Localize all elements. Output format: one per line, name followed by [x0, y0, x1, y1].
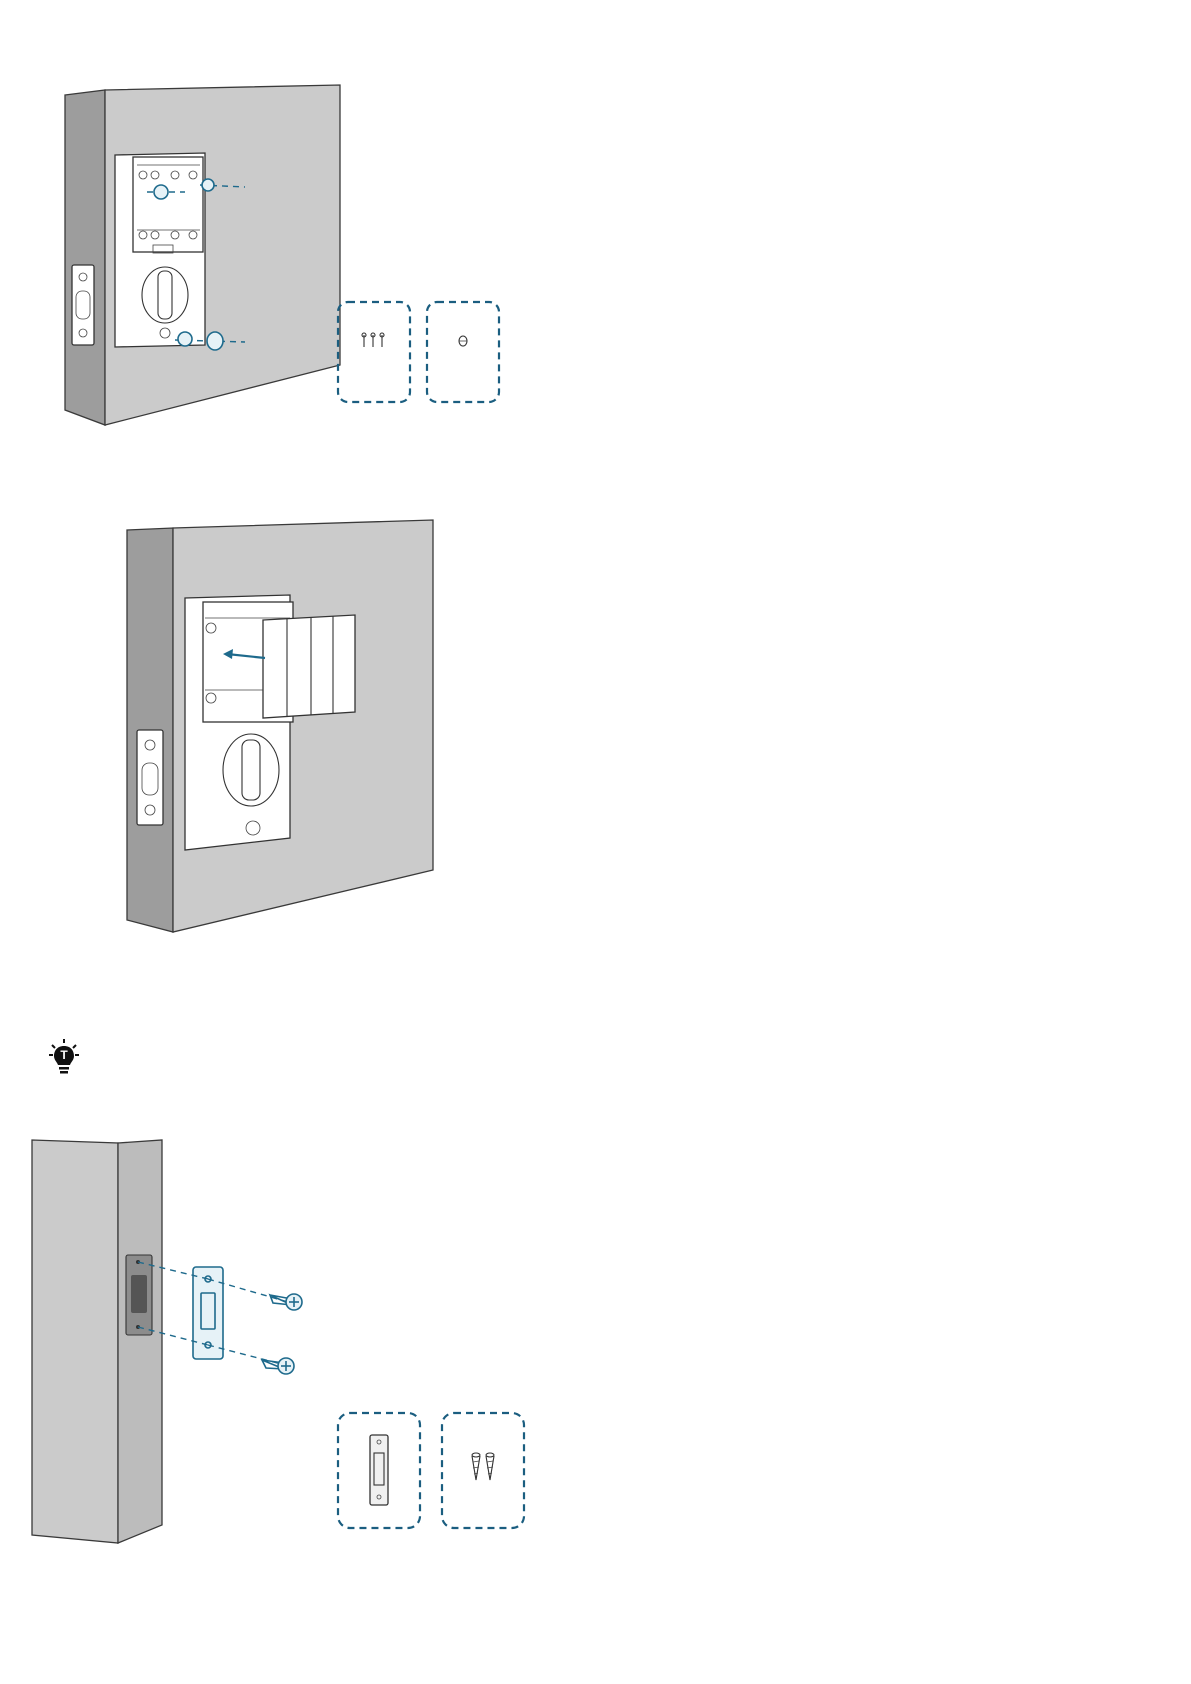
screw-set-icon [472, 1453, 494, 1480]
parts-box-cap-nut [427, 302, 499, 402]
parts-box-two-screws [442, 1413, 524, 1528]
parts-box-three-screws [338, 302, 410, 402]
screw-icon [262, 1294, 302, 1374]
strike-plate-icon [370, 1435, 388, 1505]
figure-mount-interior-assembly [55, 85, 555, 445]
figure-install-strike-plate [30, 1135, 540, 1545]
nut-icon [459, 336, 467, 346]
mounting-plate-icon [115, 153, 205, 347]
parts-box-strike-plate [338, 1413, 420, 1528]
tip-glyph: T [59, 1049, 69, 1061]
latch-plate-icon [137, 730, 163, 825]
figure-insert-battery-pack [125, 520, 445, 940]
door-frame-icon [32, 1140, 162, 1543]
frame-mortise-icon [126, 1255, 152, 1335]
screw-set-icon [362, 333, 384, 347]
battery-pack-icon [263, 615, 355, 718]
latch-plate-icon [72, 265, 94, 345]
lightbulb-tip-icon: T [48, 1038, 80, 1078]
